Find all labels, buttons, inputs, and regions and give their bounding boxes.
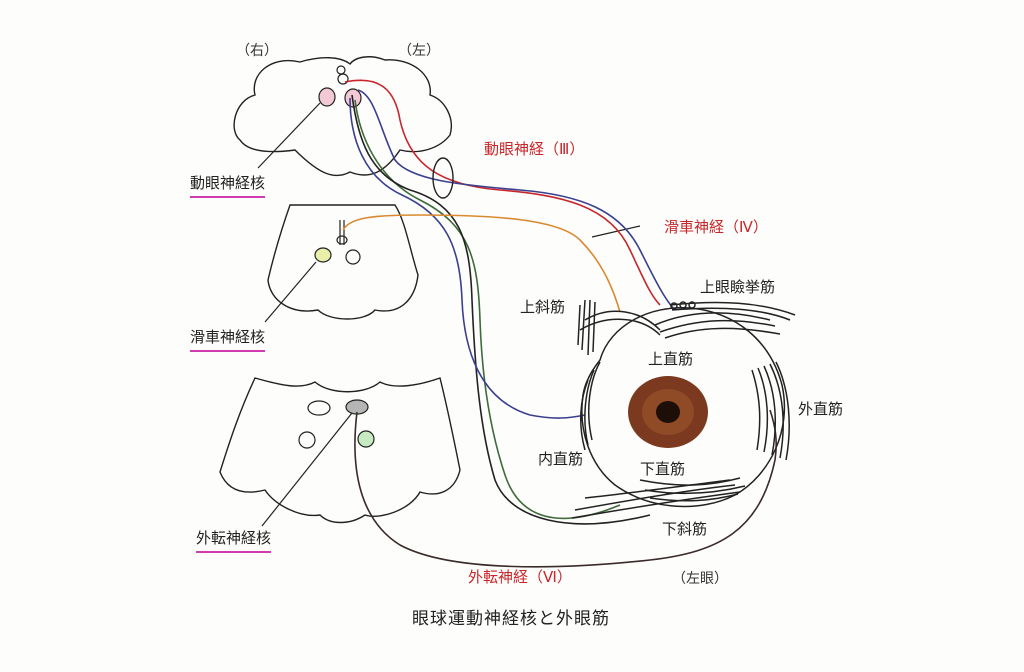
abducens-nucleus <box>346 400 368 414</box>
left-eye-label: （左眼） <box>672 571 728 587</box>
superior-oblique-label: 上斜筋 <box>520 298 566 316</box>
superior-rectus-label: 上直筋 <box>648 350 694 368</box>
oculomotor-nerve-blue <box>358 90 675 310</box>
oculomotor-nerve-label: 動眼神経（Ⅲ） <box>484 140 585 158</box>
oculomotor-nucleus-label: 動眼神経核 <box>190 172 266 198</box>
figure-caption: 眼球運動神経核と外眼筋 <box>412 609 610 629</box>
trochlear-nerve-label: 滑車神経（Ⅳ） <box>664 218 768 236</box>
medial-rectus-label: 内直筋 <box>538 450 584 468</box>
abducens-nerve-label: 外転神経（Ⅵ） <box>468 568 572 586</box>
right-side-label: （右） <box>236 43 278 59</box>
pupil <box>656 401 680 423</box>
medulla-outline <box>220 378 460 523</box>
trochlear-nerve-orange <box>343 215 620 312</box>
abducens-nerve <box>355 410 776 567</box>
lateral-rectus-label: 外直筋 <box>798 400 844 418</box>
inferior-rectus-label: 下直筋 <box>640 460 686 478</box>
left-side-label: （左） <box>398 43 440 59</box>
trochlear-nucleus <box>315 248 331 262</box>
left-eyeball <box>572 300 795 518</box>
inferior-oblique-label: 下斜筋 <box>662 520 708 538</box>
abducens-nucleus-label: 外転神経核 <box>196 527 272 553</box>
levator-palpebrae-label: 上眼瞼挙筋 <box>700 278 776 296</box>
pons-outline <box>268 205 418 319</box>
oculomotor-nucleus-right <box>319 88 335 106</box>
oculomotor-nerve-red <box>345 80 660 305</box>
trochlear-nucleus-label: 滑車神経核 <box>190 326 266 352</box>
midbrain-outline <box>234 57 451 176</box>
